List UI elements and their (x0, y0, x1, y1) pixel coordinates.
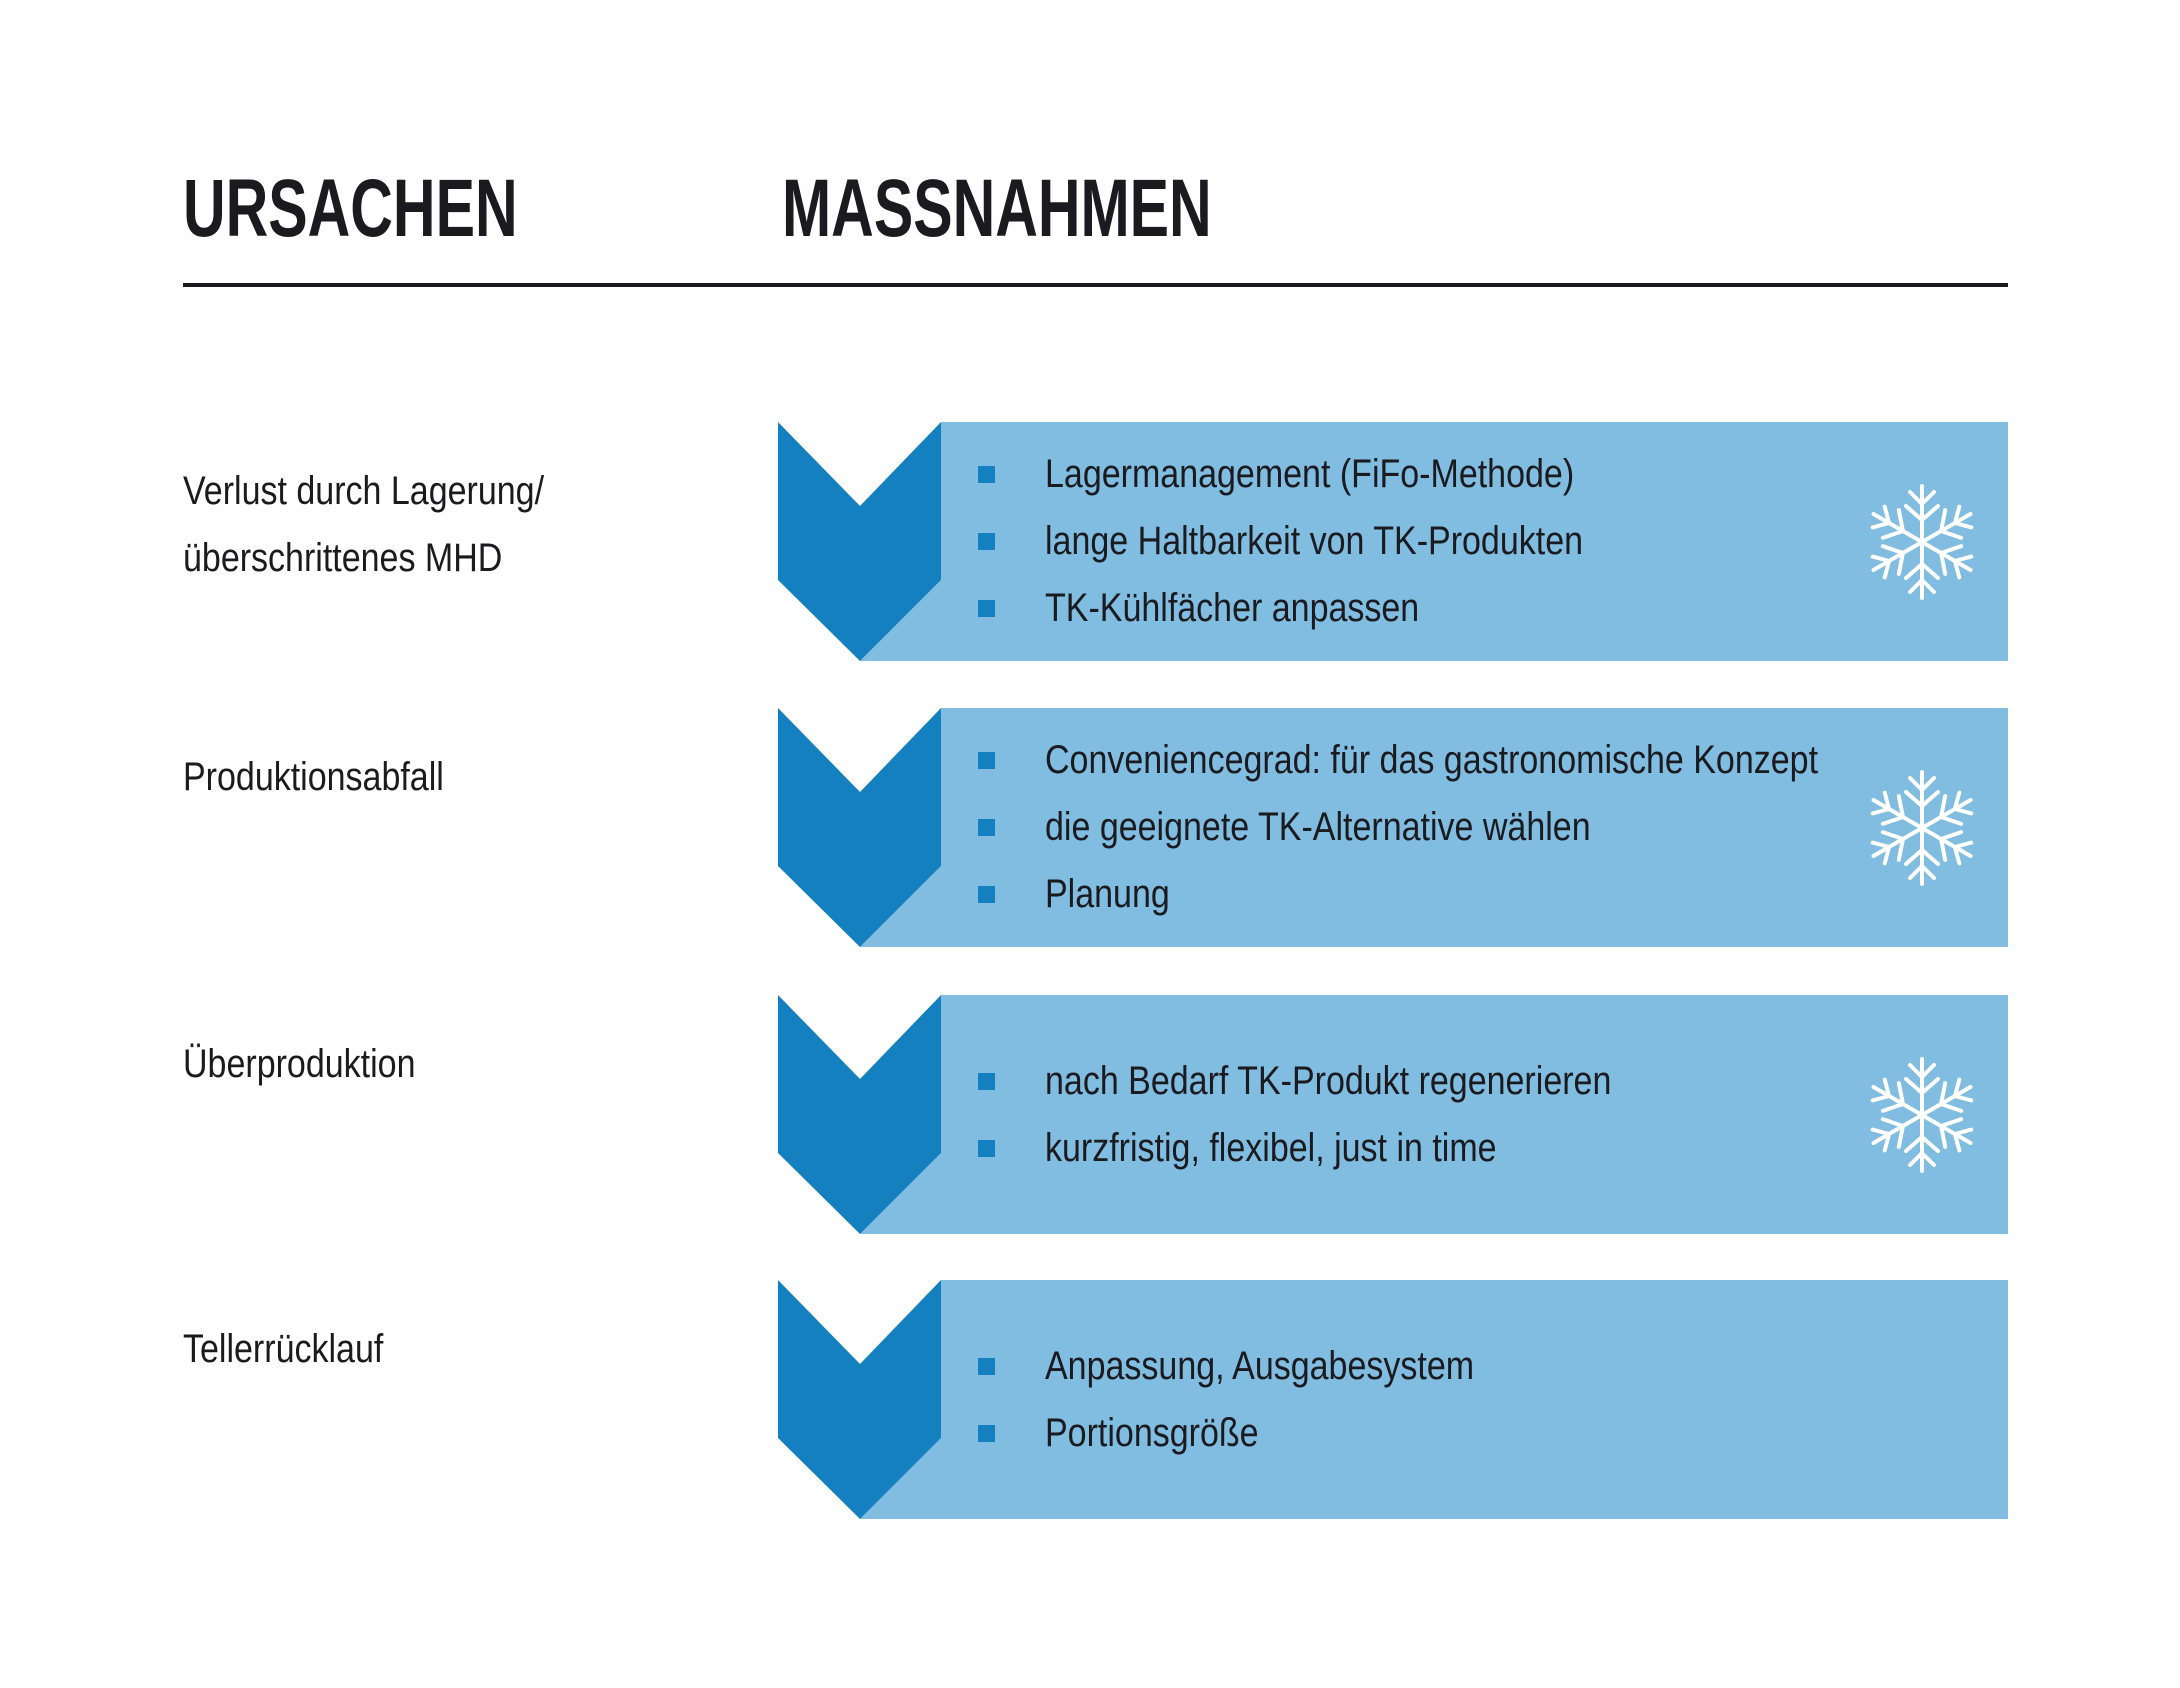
header-divider (183, 283, 2008, 287)
snowflake-icon (1862, 482, 1982, 602)
measure-text: Planung (1045, 872, 1170, 916)
measures-list: Lagermanagement (FiFo-Methode) lange Hal… (978, 422, 1878, 661)
measure-text: TK-Kühlfächer anpassen (1045, 586, 1420, 630)
list-item: TK-Kühlfächer anpassen (978, 575, 1878, 642)
list-item: Conveniencegrad: für das gastronomische … (978, 727, 1878, 794)
measure-text: Conveniencegrad: für das gastronomische … (1045, 738, 1819, 782)
measure-panel-background (860, 422, 2008, 661)
measure-text: die geeignete TK-Alternative wählen (1045, 805, 1591, 849)
list-item: Portionsgröße (978, 1400, 1878, 1467)
measure-panel-background (860, 708, 2008, 947)
measures-list: nach Bedarf TK-Produkt regenerieren kurz… (978, 995, 1878, 1234)
list-item: Lagermanagement (FiFo-Methode) (978, 441, 1878, 508)
measures-list: Anpassung, Ausgabesystem Portionsgröße (978, 1280, 1878, 1519)
list-item: lange Haltbarkeit von TK-Produkten (978, 508, 1878, 575)
measure-text: nach Bedarf TK-Produkt regenerieren (1045, 1058, 1612, 1103)
list-item: kurzfristig, flexibel, just in time (978, 1115, 1878, 1182)
cause-measure-row: Überproduktion nach Bedarf TK-Produkt re… (0, 995, 2180, 1234)
chevron-down-icon (778, 1280, 941, 1519)
chevron-down-icon (778, 422, 941, 661)
cause-label: Tellerrücklauf (183, 1316, 419, 1383)
snowflake-icon (1862, 768, 1982, 888)
measure-arrow-panel (778, 708, 2008, 947)
measure-text: Portionsgröße (1045, 1410, 1259, 1455)
bullet-square-icon (978, 819, 995, 836)
measure-arrow-panel (778, 422, 2008, 661)
cause-text: Überproduktion (183, 1042, 416, 1086)
list-item: nach Bedarf TK-Produkt regenerieren (978, 1048, 1878, 1115)
chevron-down-icon (778, 708, 941, 947)
bullet-square-icon (978, 1424, 995, 1442)
causes-heading: URSACHEN (183, 163, 518, 254)
cause-text: Verlust durch Lagerung/ (183, 469, 545, 513)
bullet-square-icon (978, 1072, 995, 1090)
list-item: die geeignete TK-Alternative wählen (978, 794, 1878, 861)
bullet-square-icon (978, 466, 995, 483)
cause-label: Produktionsabfall (183, 744, 490, 811)
measure-arrow-panel (778, 995, 2008, 1234)
cause-text: Produktionsabfall (183, 755, 444, 799)
cause-measure-row: Produktionsabfall Conveniencegrad: für d… (0, 708, 2180, 947)
measure-text: Lagermanagement (FiFo-Methode) (1045, 452, 1575, 496)
bullet-square-icon (978, 1357, 995, 1375)
cause-measure-row: Verlust durch Lagerung/überschrittenes M… (0, 422, 2180, 661)
measures-heading: MASSNAHMEN (782, 163, 1212, 254)
measure-panel-background (860, 1280, 2008, 1519)
cause-label: Überproduktion (183, 1031, 457, 1098)
measure-text: lange Haltbarkeit von TK-Produkten (1045, 519, 1584, 563)
bullet-square-icon (978, 886, 995, 903)
measure-text: kurzfristig, flexibel, just in time (1045, 1125, 1497, 1170)
bullet-square-icon (978, 533, 995, 550)
measure-text: Anpassung, Ausgabesystem (1045, 1343, 1475, 1388)
measure-arrow-panel (778, 1280, 2008, 1519)
bullet-square-icon (978, 1139, 995, 1157)
list-item: Planung (978, 861, 1878, 928)
measures-list: Conveniencegrad: für das gastronomische … (978, 708, 1878, 947)
bullet-square-icon (978, 752, 995, 769)
chevron-down-icon (778, 995, 941, 1234)
list-item: Anpassung, Ausgabesystem (978, 1333, 1878, 1400)
cause-text: Tellerrücklauf (183, 1327, 384, 1371)
bullet-square-icon (978, 600, 995, 617)
snowflake-icon (1862, 1055, 1982, 1175)
cause-label: Verlust durch Lagerung/überschrittenes M… (183, 458, 608, 592)
cause-measure-row: Tellerrücklauf Anpassung, Ausgabesystem … (0, 1280, 2180, 1519)
measure-panel-background (860, 995, 2008, 1234)
cause-text: überschrittenes MHD (183, 536, 503, 580)
